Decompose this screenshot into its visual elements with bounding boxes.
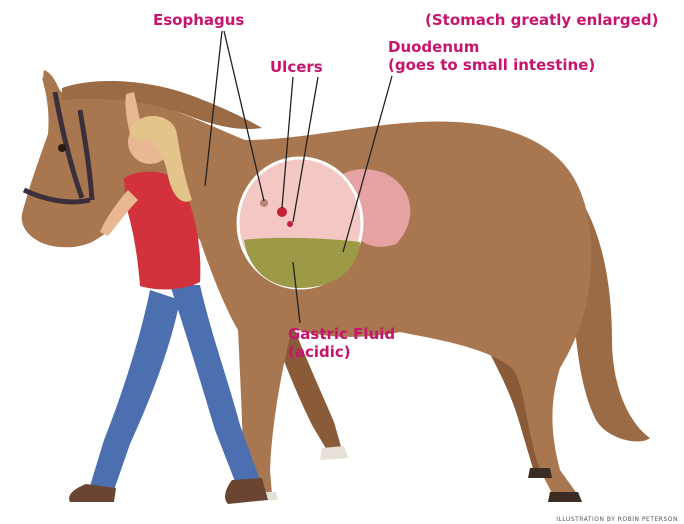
duodenum-label: Duodenum (goes to small intestine) [388,38,595,74]
stomach-enlarged-note: (Stomach greatly enlarged) [425,11,658,29]
handler-boot-front [225,478,268,504]
esophagus-label: Esophagus [153,11,244,29]
gastric-fluid-title: Gastric Fluid [288,325,395,343]
ulcers-label: Ulcers [270,58,323,76]
gastric-fluid-note: (acidic) [288,343,395,361]
duodenum-note: (goes to small intestine) [388,56,595,74]
handler-leg-back [90,290,180,490]
horse-hoof-far-front [320,446,348,460]
horse-eye [58,144,66,152]
horse-hoof-far-hind [528,468,552,478]
illustration-credit: ILLUSTRATION BY ROBIN PETERSON [556,516,678,523]
ulcer-mark-1 [277,207,287,217]
horse-hoof-hind [548,492,582,502]
ulcer-mark-2 [287,221,293,227]
duodenum-title: Duodenum [388,38,595,56]
gastric-fluid-label: Gastric Fluid (acidic) [288,325,395,361]
